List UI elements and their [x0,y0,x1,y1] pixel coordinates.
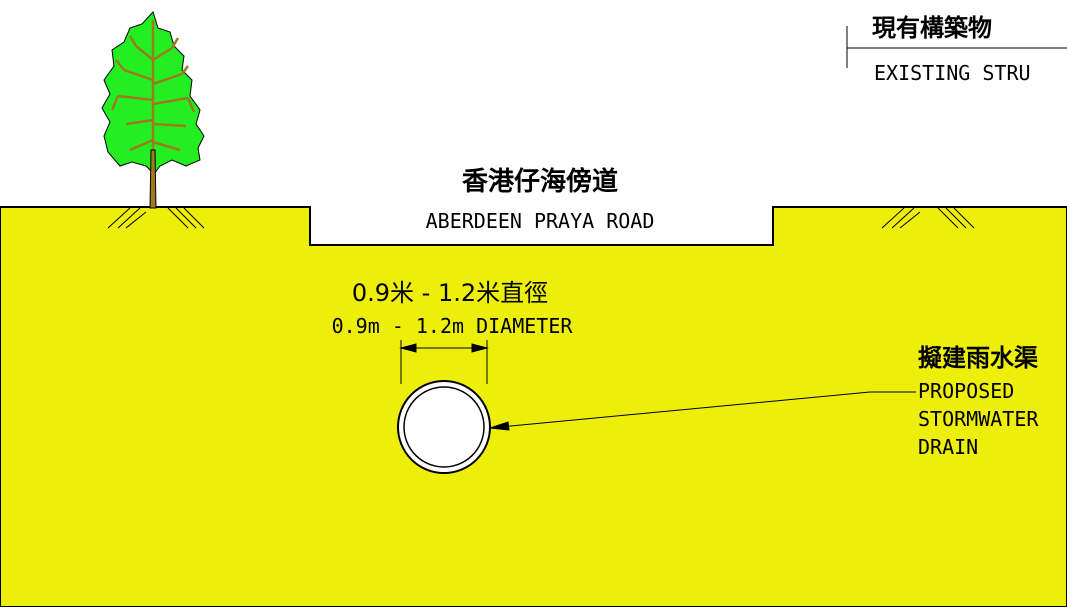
tree [101,11,205,209]
diameter-dimension [399,340,489,384]
stormwater-pipe [397,380,491,474]
ground-section [0,206,1067,607]
proposed-drain-label-zh: 擬建雨水渠 [918,344,1038,372]
proposed-drain-label-line-2: STORMWATER [918,407,1039,431]
proposed-drain-label-line-1: PROPOSED [918,379,1014,403]
ground-hatch-left [107,207,205,229]
existing-structure-label-zh: 現有構築物 [872,14,992,42]
tree-trunk [149,149,157,209]
diameter-label-zh: 0.9米 - 1.2米直徑 [352,279,548,307]
drain-leader-arrow [489,391,916,431]
ground-hatch-right [881,207,975,229]
road-label-en: ABERDEEN PRAYA ROAD [426,209,655,233]
proposed-drain-label-line-3: DRAIN [918,435,978,459]
tree-branches [110,20,196,160]
diameter-label-en: 0.9m - 1.2m DIAMETER [332,314,574,338]
existing-structure-label-en: EXISTING STRU [874,61,1031,85]
existing-structure-callout: 現有構築物 EXISTING STRU [846,14,1067,85]
road-label-zh: 香港仔海傍道 [462,166,618,197]
